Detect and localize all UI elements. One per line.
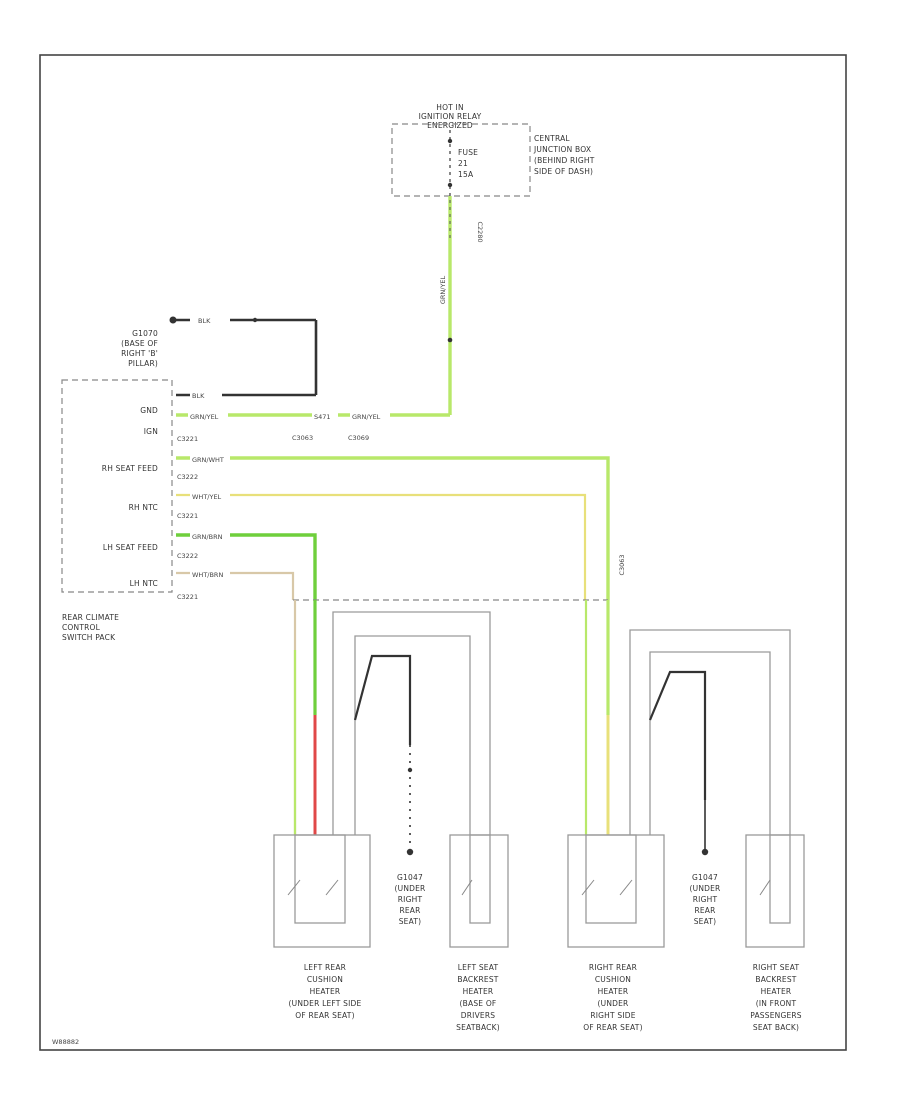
fuse-rating: 15A — [458, 170, 474, 179]
cjb-location-1: CENTRAL — [534, 134, 570, 143]
conn-c3221-3: C3221 — [177, 593, 198, 601]
svg-text:CUSHION: CUSHION — [595, 975, 631, 984]
pin-lh-seat-feed: LH SEAT FEED — [103, 543, 158, 552]
rh-feed-wire-label: GRN/WHT — [192, 456, 224, 464]
hot-in-title-1: HOT IN — [436, 103, 464, 112]
svg-text:(UNDER: (UNDER — [395, 884, 426, 893]
lh-ntc-wire-label: WHT/BRN — [192, 571, 223, 579]
left-rear-cushion-heater — [273, 834, 371, 948]
right-seat-backrest-label: RIGHT SEAT BACKREST HEATER (IN FRONT PAS… — [750, 963, 802, 1032]
ign-wire-label: GRN/YEL — [190, 413, 219, 421]
left-heater-wiring — [293, 600, 491, 856]
fuse-number: 21 — [458, 159, 468, 168]
central-junction-box: HOT IN IGNITION RELAY ENERGIZED FUSE 21 … — [391, 103, 595, 197]
hot-in-title-3: ENERGIZED — [427, 121, 473, 130]
rear-climate-control-module: GND IGN RH SEAT FEED RH NTC LH SEAT FEED… — [61, 379, 198, 642]
ground-top-line-1: G1070 — [132, 329, 158, 338]
right-rear-cushion-heater — [567, 834, 665, 948]
svg-text:LEFT SEAT: LEFT SEAT — [458, 963, 499, 972]
svg-text:SEAT): SEAT) — [399, 917, 422, 926]
svg-text:(UNDER: (UNDER — [598, 999, 629, 1008]
svg-text:RIGHT SEAT: RIGHT SEAT — [753, 963, 800, 972]
conn-c3069-top: C3069 — [348, 434, 369, 442]
svg-text:(BASE OF: (BASE OF — [460, 999, 497, 1008]
pin-ign: IGN — [144, 427, 158, 436]
ground-g1047-right: G1047 (UNDER RIGHT REAR SEAT) — [690, 873, 721, 926]
svg-text:SEAT BACK): SEAT BACK) — [753, 1023, 799, 1032]
pin-rh-ntc: RH NTC — [129, 503, 158, 512]
svg-text:BACKREST: BACKREST — [755, 975, 796, 984]
svg-text:REAR: REAR — [694, 906, 715, 915]
left-seat-backrest-label: LEFT SEAT BACKREST HEATER (BASE OF DRIVE… — [456, 963, 500, 1032]
svg-text:(UNDER: (UNDER — [690, 884, 721, 893]
module-name-2: CONTROL — [62, 623, 101, 632]
ign-wire-label-right: GRN/YEL — [352, 413, 381, 421]
pin-rh-seat-feed: RH SEAT FEED — [102, 464, 158, 473]
svg-text:HEATER: HEATER — [310, 987, 341, 996]
lh-feed-wire-label: GRN/BRN — [192, 533, 223, 541]
svg-text:G1047: G1047 — [692, 873, 718, 882]
cjb-location-4: SIDE OF DASH) — [534, 167, 593, 176]
junction-box-outline — [391, 123, 531, 197]
pin-lh-ntc: LH NTC — [130, 579, 158, 588]
svg-text:SEAT): SEAT) — [694, 917, 717, 926]
svg-text:RIGHT REAR: RIGHT REAR — [589, 963, 637, 972]
svg-text:G1047: G1047 — [397, 873, 423, 882]
left-seat-backrest-heater — [449, 834, 509, 948]
right-heater-wiring — [584, 600, 791, 856]
right-rear-cushion-label: RIGHT REAR CUSHION HEATER (UNDER RIGHT S… — [583, 963, 642, 1032]
conn-c3221-1: C3221 — [177, 435, 198, 443]
conn-c3222-1: C3222 — [177, 473, 198, 481]
conn-c3063-right: C3063 — [618, 554, 626, 575]
footer-code: W88882 — [52, 1038, 79, 1046]
svg-text:RIGHT: RIGHT — [398, 895, 423, 904]
svg-text:CUSHION: CUSHION — [307, 975, 343, 984]
ground-g1070: BLK G1070 (BASE OF RIGHT 'B' PILLAR) — [121, 315, 318, 397]
svg-text:LEFT REAR: LEFT REAR — [304, 963, 346, 972]
left-rear-cushion-label: LEFT REAR CUSHION HEATER (UNDER LEFT SID… — [289, 963, 362, 1020]
splice-s471: S471 — [314, 413, 331, 421]
cjb-location-2: JUNCTION BOX — [533, 145, 591, 154]
svg-text:SEATBACK): SEATBACK) — [456, 1023, 500, 1032]
fuse-label: FUSE — [458, 148, 478, 157]
svg-text:REAR: REAR — [399, 906, 420, 915]
ground-g1047-left: G1047 (UNDER RIGHT REAR SEAT) — [395, 873, 426, 926]
pin-gnd: GND — [140, 406, 158, 415]
ground-top-line-4: PILLAR) — [128, 359, 158, 368]
svg-text:HEATER: HEATER — [761, 987, 792, 996]
module-name-3: SWITCH PACK — [62, 633, 116, 642]
svg-text:HEATER: HEATER — [598, 987, 629, 996]
rh-ntc-wire-label: WHT/YEL — [192, 493, 222, 501]
svg-text:OF REAR SEAT): OF REAR SEAT) — [295, 1011, 354, 1020]
diagram-frame — [39, 54, 847, 1051]
ign-vertical-wire-label: GRN/YEL — [439, 275, 447, 304]
ground-top-line-3: RIGHT 'B' — [121, 349, 158, 358]
svg-text:DRIVERS: DRIVERS — [461, 1011, 495, 1020]
c2280-connector: C2280 — [476, 221, 484, 242]
conn-c3221-2: C3221 — [177, 512, 198, 520]
conn-c3063-top: C3063 — [292, 434, 313, 442]
svg-text:RIGHT: RIGHT — [693, 895, 718, 904]
svg-text:RIGHT SIDE: RIGHT SIDE — [590, 1011, 635, 1020]
ground-top-wire-label: BLK — [198, 317, 211, 325]
svg-text:PASSENGERS: PASSENGERS — [750, 1011, 802, 1020]
gnd-wire-label: BLK — [192, 392, 205, 400]
ground-top-line-2: (BASE OF — [121, 339, 158, 348]
module-name-1: REAR CLIMATE — [62, 613, 119, 622]
svg-text:(IN FRONT: (IN FRONT — [756, 999, 797, 1008]
module-outline — [61, 379, 173, 593]
hot-in-title-2: IGNITION RELAY — [419, 112, 482, 121]
conn-c3222-2: C3222 — [177, 552, 198, 560]
svg-text:HEATER: HEATER — [463, 987, 494, 996]
svg-text:OF REAR SEAT): OF REAR SEAT) — [583, 1023, 642, 1032]
svg-text:BACKREST: BACKREST — [457, 975, 498, 984]
right-seat-backrest-heater — [745, 834, 805, 948]
cjb-location-3: (BEHIND RIGHT — [534, 156, 595, 165]
svg-text:(UNDER LEFT SIDE: (UNDER LEFT SIDE — [289, 999, 362, 1008]
